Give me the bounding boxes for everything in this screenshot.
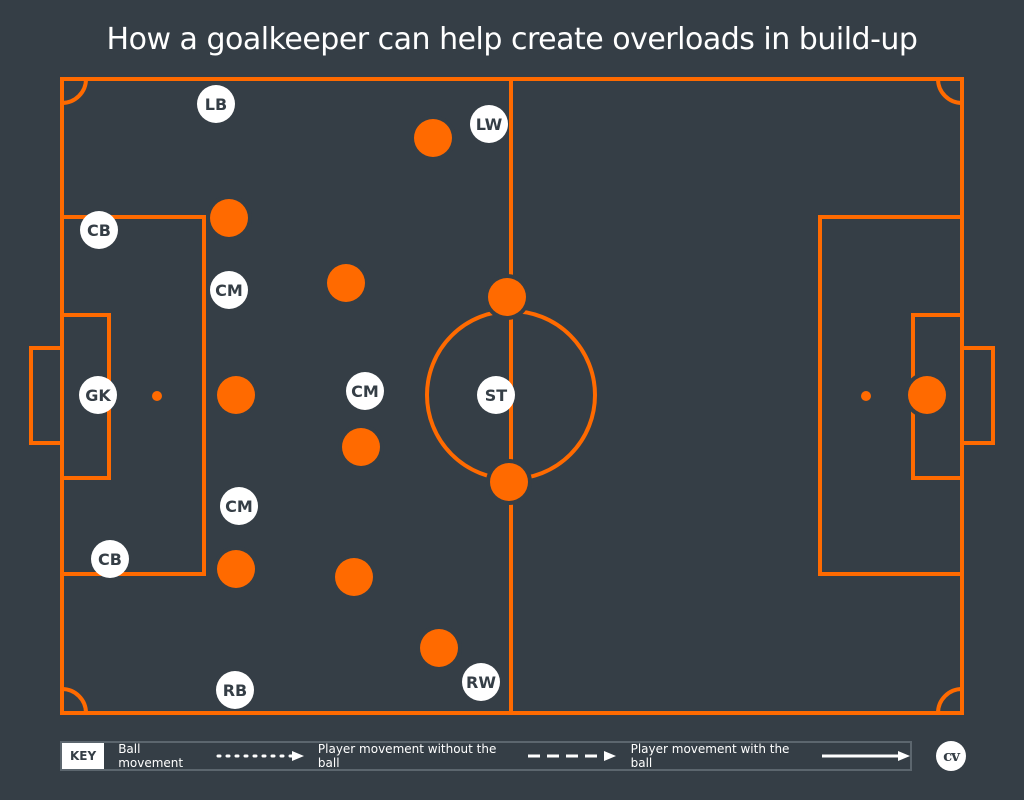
- player-rw: RW: [462, 663, 500, 701]
- player-st: ST: [477, 376, 515, 414]
- player-lb: LB: [197, 85, 235, 123]
- opponent-marker: [342, 428, 380, 466]
- opponent-marker: [414, 119, 452, 157]
- player-gk: GK: [79, 376, 117, 414]
- left-penalty-spot: [152, 391, 162, 401]
- opponent-marker: [488, 278, 526, 316]
- opponent-marker: [908, 376, 946, 414]
- player-lw: LW: [470, 105, 508, 143]
- player-cm: CM: [346, 372, 384, 410]
- opponent-marker: [327, 264, 365, 302]
- corner-arc-br: [936, 687, 963, 714]
- dashed-arrow-icon: [528, 751, 617, 761]
- dotted-arrow-icon: [216, 751, 304, 761]
- key-player-with-ball: Player movement with the ball: [631, 742, 910, 770]
- cv-logo: cv: [936, 741, 966, 771]
- corner-arc-tl: [61, 78, 88, 105]
- right-goal: [960, 346, 995, 445]
- right-penalty-spot: [861, 391, 871, 401]
- opponent-marker: [490, 463, 528, 501]
- player-cb: CB: [80, 211, 118, 249]
- legend-key: KEY Ball movement Player movement withou…: [60, 741, 912, 771]
- opponent-marker: [210, 199, 248, 237]
- player-cm: CM: [210, 271, 248, 309]
- key-player-without-ball: Player movement without the ball: [318, 742, 617, 770]
- solid-arrow-icon: [821, 751, 910, 761]
- left-goal: [29, 346, 64, 445]
- diagram-title: How a goalkeeper can help create overloa…: [106, 22, 918, 57]
- player-cb: CB: [91, 540, 129, 578]
- opponent-marker: [335, 558, 373, 596]
- player-cm: CM: [220, 487, 258, 525]
- corner-arc-bl: [61, 687, 88, 714]
- key-label: KEY: [62, 743, 105, 769]
- player-rb: RB: [216, 671, 254, 709]
- opponent-marker: [217, 376, 255, 414]
- corner-arc-tr: [936, 78, 963, 105]
- key-ball-movement: Ball movement: [118, 742, 304, 770]
- opponent-marker: [217, 550, 255, 588]
- opponent-marker: [420, 629, 458, 667]
